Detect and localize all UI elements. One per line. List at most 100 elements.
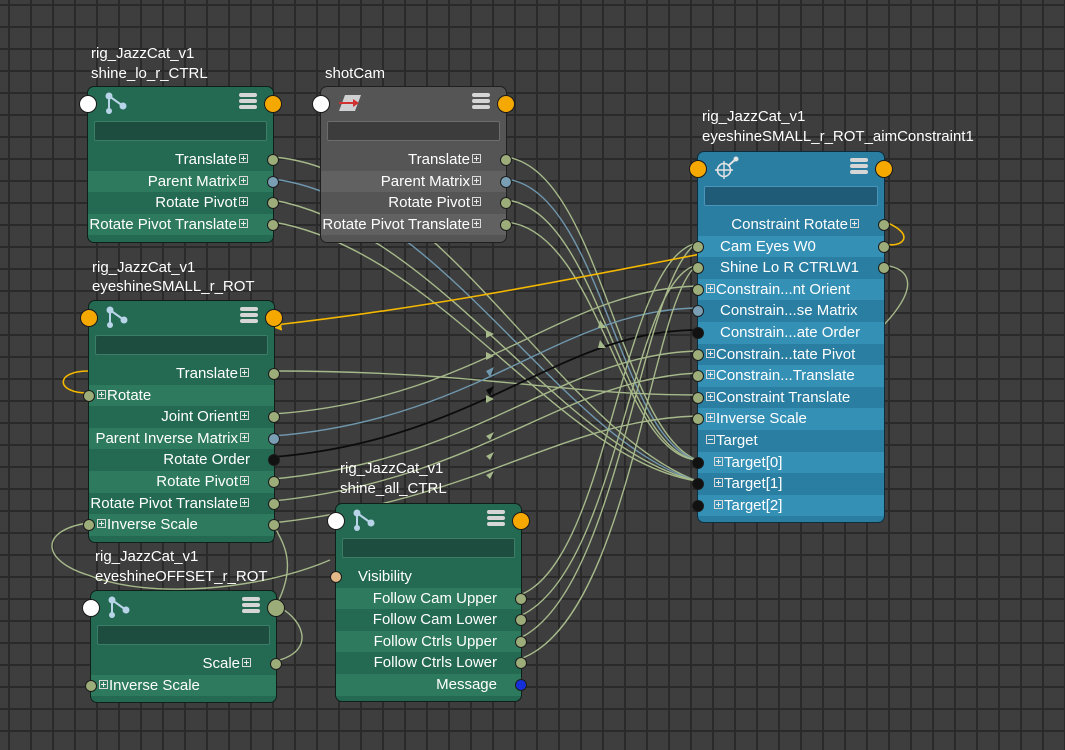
attr-row-joint-orient[interactable]: Joint Orient xyxy=(89,406,280,428)
output-port[interactable] xyxy=(515,679,527,691)
menu-icon[interactable] xyxy=(240,307,258,324)
message-output-port[interactable] xyxy=(497,95,515,113)
expand-icon[interactable] xyxy=(99,679,108,689)
expand-icon[interactable] xyxy=(472,218,481,228)
output-port[interactable] xyxy=(268,454,280,467)
output-port[interactable] xyxy=(268,476,280,488)
input-port[interactable] xyxy=(692,283,704,296)
attr-row-translate[interactable]: Translate xyxy=(88,149,279,171)
attr-row-constraint-rotate-pivot[interactable]: Constrain...tate Pivot xyxy=(692,344,884,366)
node-eyeshine-offset-r-rot[interactable]: Scale Inverse Scale xyxy=(82,590,285,703)
expand-icon[interactable] xyxy=(706,283,715,293)
expand-icon[interactable] xyxy=(239,218,248,228)
message-output-port[interactable] xyxy=(512,512,530,530)
attr-row-target[interactable]: Target xyxy=(698,430,884,452)
output-port[interactable] xyxy=(268,411,280,424)
attr-row-constraint-parent-inverse-matrix[interactable]: Constrain...se Matrix xyxy=(692,300,884,322)
attr-row-follow-ctrls-lower[interactable]: Follow Ctrls Lower xyxy=(336,652,527,674)
expand-icon[interactable] xyxy=(240,411,249,421)
output-port[interactable] xyxy=(515,657,527,670)
output-port[interactable] xyxy=(268,368,280,380)
output-port[interactable] xyxy=(268,497,280,510)
attr-row-constraint-rpt[interactable]: Constrain...Translate xyxy=(692,365,884,387)
input-port[interactable] xyxy=(83,389,95,402)
attr-row-translate[interactable]: Translate xyxy=(89,363,280,385)
output-port[interactable] xyxy=(500,197,512,210)
expand-icon[interactable] xyxy=(240,497,249,507)
expand-icon[interactable] xyxy=(850,219,859,229)
expand-icon[interactable] xyxy=(240,432,249,442)
message-input-port[interactable] xyxy=(689,160,707,178)
expand-icon[interactable] xyxy=(714,456,723,466)
attr-row-rotate-pivot[interactable]: Rotate Pivot xyxy=(89,471,280,493)
output-port[interactable] xyxy=(515,592,527,605)
attr-row-follow-cam-lower[interactable]: Follow Cam Lower xyxy=(336,609,527,631)
attr-row-scale[interactable]: Scale xyxy=(91,653,282,675)
attr-row-rotate[interactable]: Rotate xyxy=(83,384,274,407)
menu-icon[interactable] xyxy=(850,158,868,175)
input-port[interactable] xyxy=(692,370,704,383)
message-output-port[interactable] xyxy=(267,599,285,617)
input-port[interactable] xyxy=(692,262,704,275)
output-port[interactable] xyxy=(515,635,527,648)
message-output-port[interactable] xyxy=(264,95,282,113)
attr-row-rotate-pivot-translate[interactable]: Rotate Pivot Translate xyxy=(88,213,279,236)
input-port[interactable] xyxy=(83,519,95,532)
input-port[interactable] xyxy=(330,571,342,583)
attr-row-target-1[interactable]: Target[1] xyxy=(692,473,884,495)
expand-icon[interactable] xyxy=(472,154,481,164)
node-shotcam[interactable]: Translate Parent Matrix Rotate Pivot Rot… xyxy=(312,86,515,243)
attr-row-rotate-pivot[interactable]: Rotate Pivot xyxy=(88,192,279,214)
input-port[interactable] xyxy=(692,413,704,426)
expand-icon[interactable] xyxy=(97,389,106,399)
expand-icon[interactable] xyxy=(240,368,249,378)
attr-row-inverse-scale[interactable]: Inverse Scale xyxy=(83,514,280,536)
node-shine-all-ctrl[interactable]: Visibility Follow Cam Upper Follow Cam L… xyxy=(327,503,530,702)
expand-icon[interactable] xyxy=(239,154,248,164)
expand-icon[interactable] xyxy=(240,476,249,486)
output-port[interactable] xyxy=(267,218,279,231)
node-name-field[interactable] xyxy=(95,335,268,355)
input-port[interactable] xyxy=(692,327,704,339)
attr-row-inverse-scale[interactable]: Inverse Scale xyxy=(692,408,884,430)
expand-icon[interactable] xyxy=(706,370,715,380)
expand-icon[interactable] xyxy=(706,391,715,401)
attr-row-parent-matrix[interactable]: Parent Matrix xyxy=(88,170,279,193)
output-port[interactable] xyxy=(878,219,890,231)
output-port[interactable] xyxy=(500,218,512,231)
message-input-port[interactable] xyxy=(312,95,330,113)
attr-row-follow-cam-upper[interactable]: Follow Cam Upper xyxy=(336,587,527,610)
attr-row-visibility[interactable]: Visibility xyxy=(330,566,521,588)
attr-row-constraint-rotate[interactable]: Constraint Rotate xyxy=(698,214,890,236)
output-port[interactable] xyxy=(267,154,279,166)
input-port[interactable] xyxy=(692,348,704,361)
attr-row-parent-matrix[interactable]: Parent Matrix xyxy=(321,170,512,193)
expand-icon[interactable] xyxy=(714,478,723,488)
attr-row-message[interactable]: Message xyxy=(336,674,527,696)
input-port[interactable] xyxy=(692,391,704,404)
message-input-port[interactable] xyxy=(327,512,345,530)
attr-row-target-0[interactable]: Target[0] xyxy=(692,451,884,474)
message-input-port[interactable] xyxy=(80,309,98,327)
input-port[interactable] xyxy=(692,305,704,318)
expand-icon[interactable] xyxy=(706,413,715,423)
expand-icon[interactable] xyxy=(97,519,106,529)
attr-row-parent-inverse-matrix[interactable]: Parent Inverse Matrix xyxy=(89,427,280,450)
expand-icon[interactable] xyxy=(472,197,481,207)
message-input-port[interactable] xyxy=(79,95,97,113)
node-name-field[interactable] xyxy=(704,186,878,206)
attr-row-inverse-scale[interactable]: Inverse Scale xyxy=(85,674,276,697)
input-port[interactable] xyxy=(85,679,97,692)
attr-row-translate[interactable]: Translate xyxy=(321,149,512,171)
attr-row-rotate-pivot-translate[interactable]: Rotate Pivot Translate xyxy=(89,493,280,515)
expand-icon[interactable] xyxy=(239,197,248,207)
menu-icon[interactable] xyxy=(242,597,260,614)
expand-icon[interactable] xyxy=(472,175,481,185)
node-aim-constraint[interactable]: Constraint Rotate Cam Eyes W0 Shine Lo R… xyxy=(689,151,893,523)
message-input-port[interactable] xyxy=(82,599,100,617)
input-port[interactable] xyxy=(692,478,704,491)
node-name-field[interactable] xyxy=(327,121,500,141)
attr-row-shine-lo-w1[interactable]: Shine Lo R CTRLW1 xyxy=(692,257,890,279)
output-port[interactable] xyxy=(268,432,280,445)
expand-icon[interactable] xyxy=(242,658,251,668)
